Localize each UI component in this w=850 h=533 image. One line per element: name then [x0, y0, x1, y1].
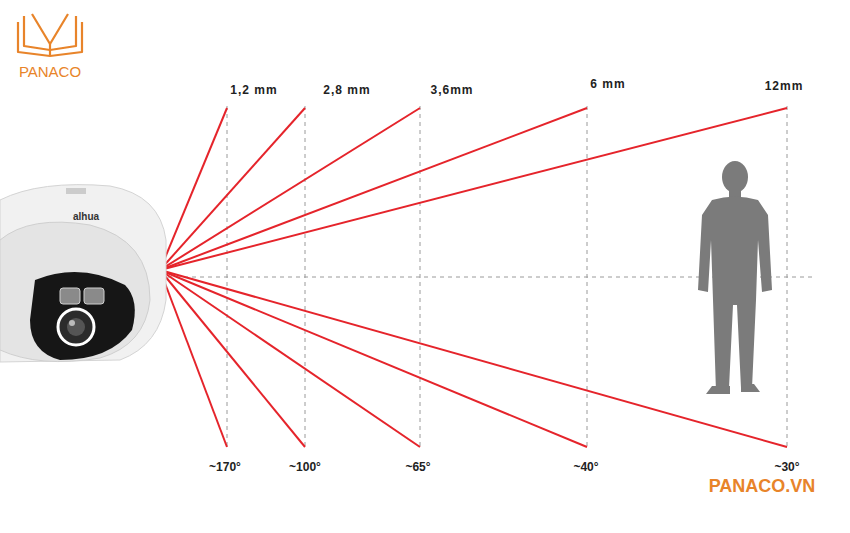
view-angle: ~40° [573, 461, 598, 474]
focal-length: 6 mm [590, 78, 625, 91]
focal-length: 12mm [765, 80, 804, 93]
guide-lines [160, 106, 812, 447]
logo-text: PANACO [19, 64, 81, 81]
person-silhouette [698, 161, 772, 394]
camera-brand: alhua [73, 211, 99, 222]
view-angle: ~100° [289, 461, 321, 474]
dome-camera [0, 185, 166, 362]
logo-icon [18, 14, 82, 56]
view-angle-lines [160, 108, 787, 447]
view-angle: ~170° [209, 461, 241, 474]
focal-length: 3,6mm [430, 84, 473, 97]
view-angle: ~65° [405, 461, 430, 474]
website-watermark: PANACO.VN [709, 477, 816, 497]
focal-length: 2,8 mm [323, 84, 370, 97]
view-angle: ~30° [774, 461, 799, 474]
focal-length: 1,2 mm [230, 84, 277, 97]
